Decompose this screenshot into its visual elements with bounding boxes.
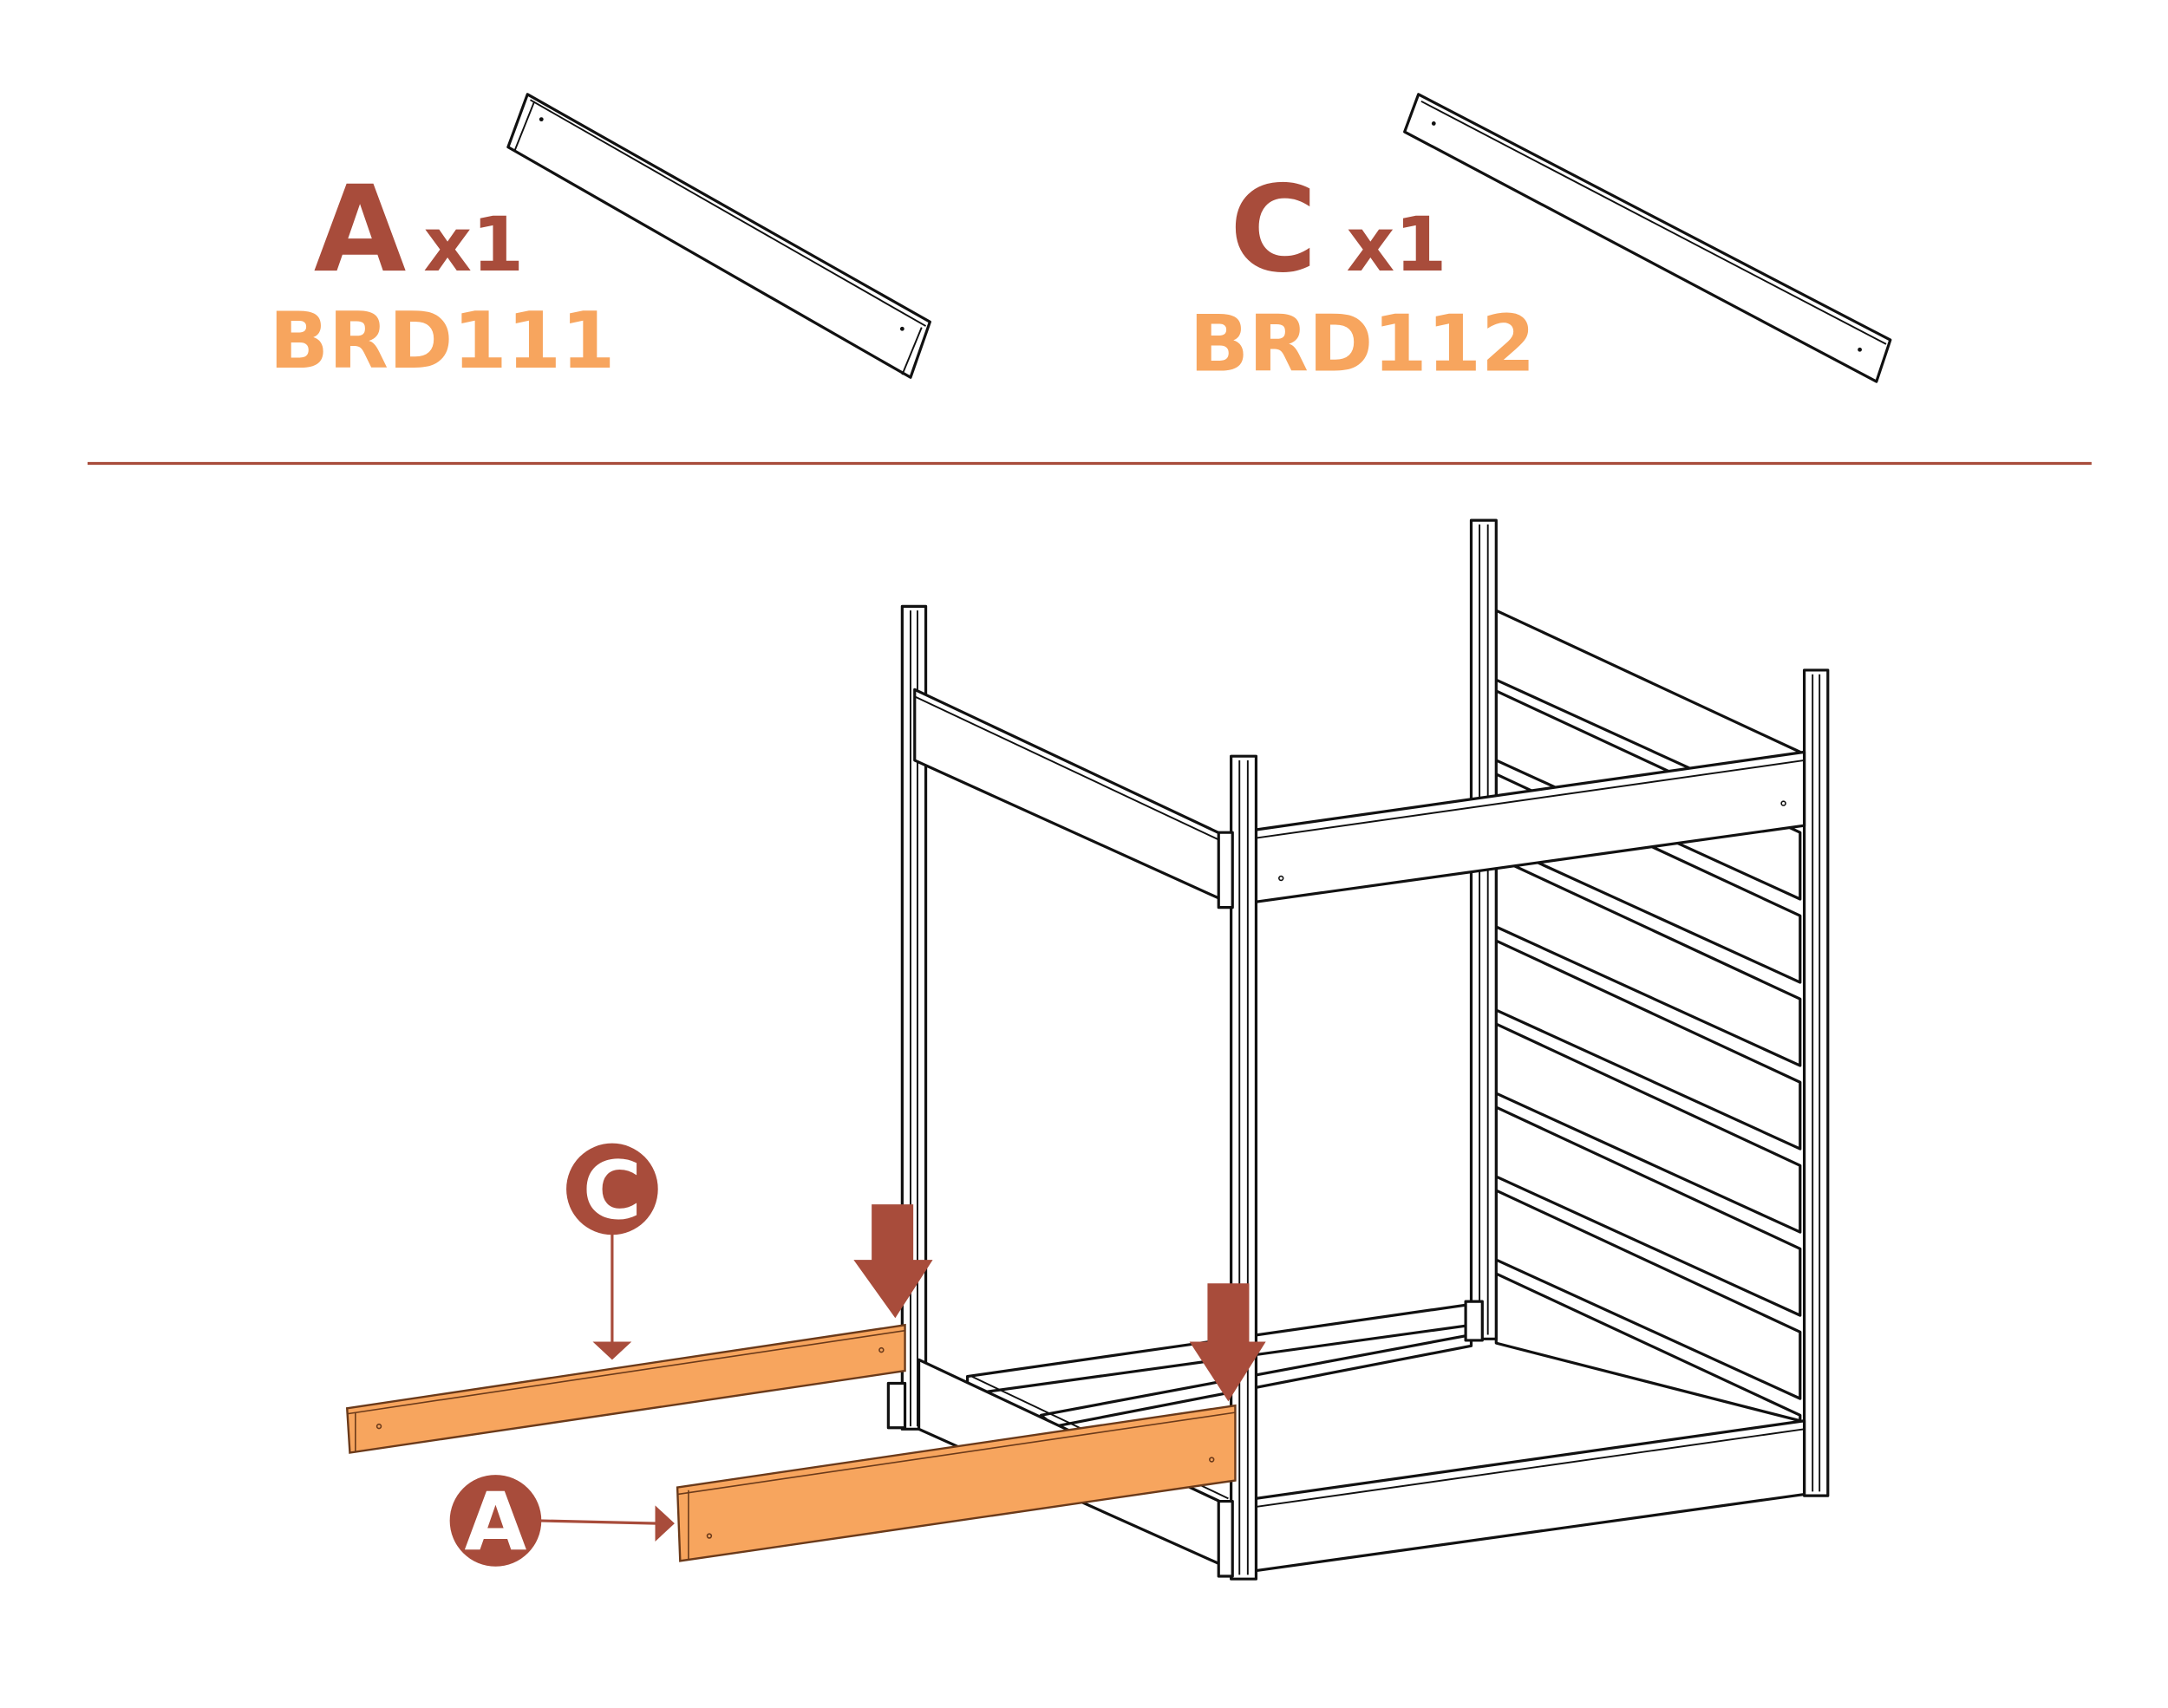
part-a-quantity: x1 — [423, 202, 524, 289]
part-c-header: C x1 BRD112 — [1190, 93, 1892, 389]
part-c-code: BRD112 — [1190, 299, 1536, 389]
callout-a: A — [449, 1475, 675, 1569]
bed-frame — [886, 518, 1830, 1581]
side-slats — [1494, 609, 1802, 1423]
part-a-code: BRD111 — [270, 297, 616, 387]
down-arrow-icon — [1189, 1283, 1266, 1402]
board-a — [676, 1404, 1237, 1562]
callout-c-label: C — [583, 1144, 642, 1237]
part-c-letter: C — [1230, 160, 1317, 299]
board-c-illustration — [1403, 93, 1892, 383]
part-a-letter: A — [314, 160, 407, 299]
board-c — [345, 1323, 906, 1454]
callout-a-label: A — [465, 1476, 527, 1569]
part-a-header: A x1 BRD111 — [270, 93, 931, 387]
board-a-illustration — [506, 93, 931, 379]
part-c-quantity: x1 — [1346, 202, 1446, 289]
post-right-front — [1802, 668, 1830, 1497]
left-top-rail — [913, 688, 1229, 903]
down-arrow-icon — [853, 1204, 933, 1319]
post-right-back — [1464, 518, 1498, 1342]
callout-c: C — [566, 1143, 658, 1360]
